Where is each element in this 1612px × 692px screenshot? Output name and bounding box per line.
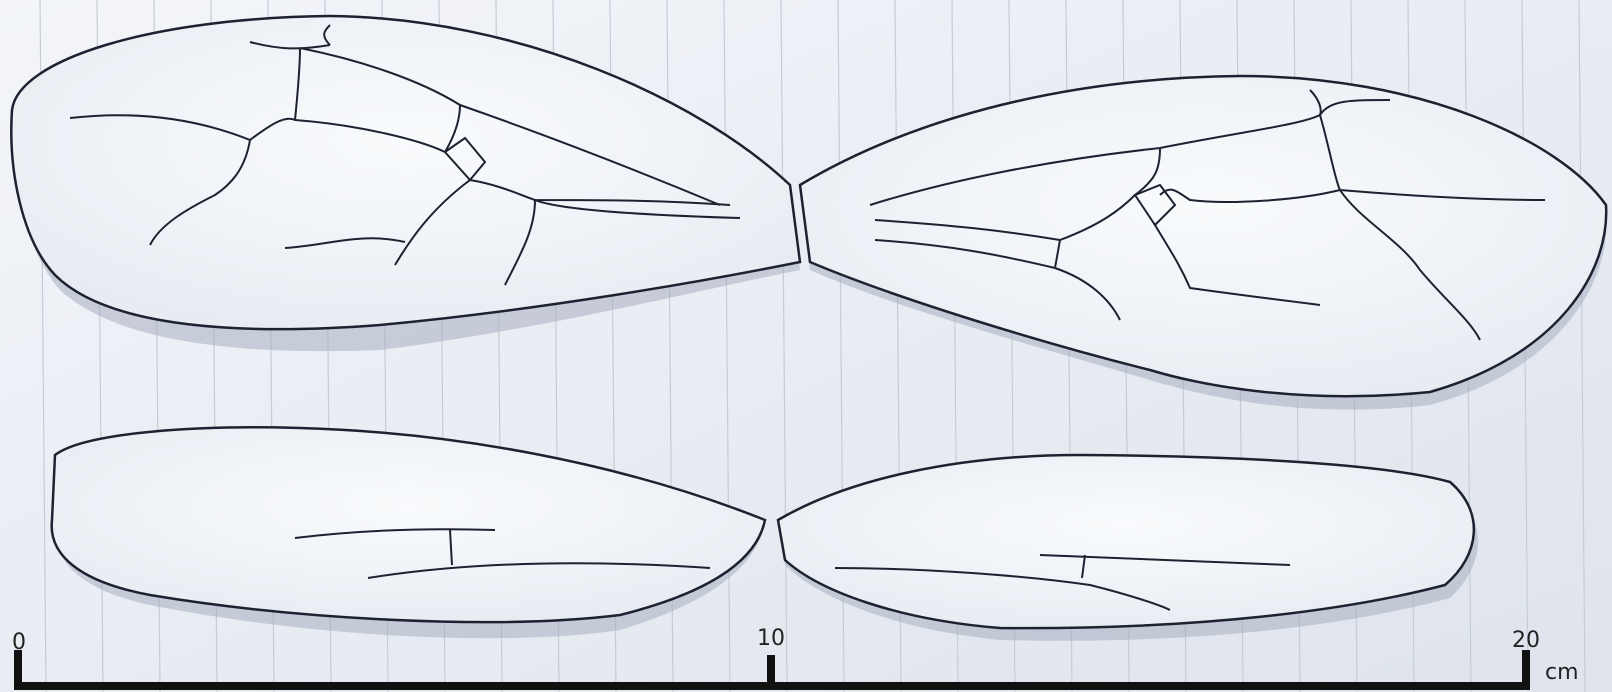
scale-label-20: 20 [1512,630,1540,652]
hindwing-right-membrane [778,455,1474,628]
scale-label-10: 10 [757,628,785,650]
hindwing-right [778,455,1478,641]
scale-tick-0 [14,650,22,690]
scale-tick-20 [1522,650,1530,690]
scale-tick-10 [767,655,775,690]
scale-unit: cm [1545,662,1579,684]
scale-label-0: 0 [12,632,26,654]
